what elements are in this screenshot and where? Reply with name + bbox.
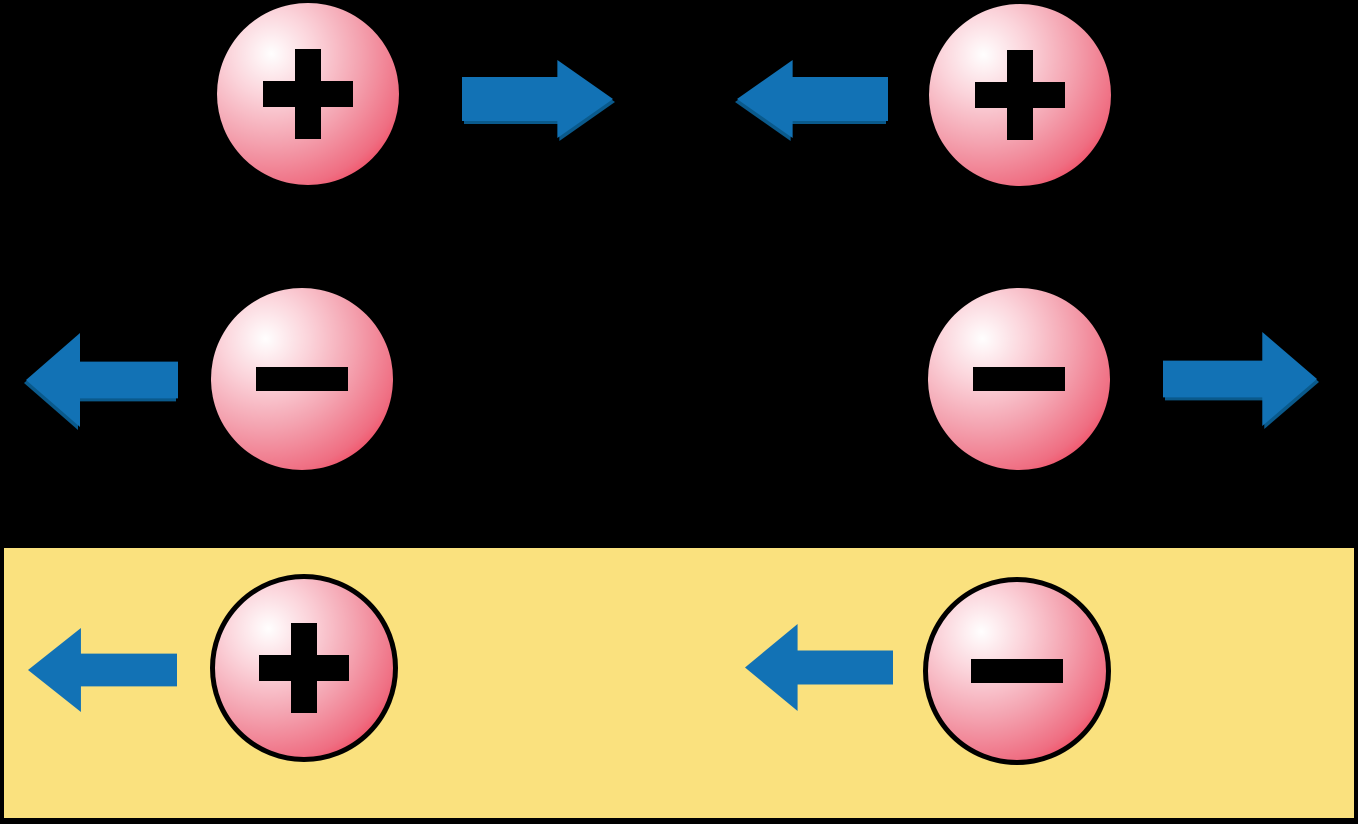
negative-charge-in-field: [923, 577, 1111, 765]
left-arrow-icon: [26, 333, 178, 427]
force-arrow-bottom-right: [745, 624, 893, 711]
positive-charge-top-left: [217, 3, 399, 185]
plus-symbol-vertical-bar: [295, 49, 321, 139]
force-arrow-middle-right: [1163, 332, 1317, 426]
positive-charge-top-right: [929, 4, 1111, 186]
minus-symbol-bar: [973, 367, 1065, 391]
plus-symbol: [217, 3, 399, 185]
plus-symbol: [215, 579, 393, 757]
minus-symbol: [211, 288, 393, 470]
minus-symbol: [928, 582, 1106, 760]
negative-charge-middle-right: [928, 288, 1110, 470]
plus-symbol: [929, 4, 1111, 186]
force-arrow-middle-left: [26, 333, 178, 427]
minus-symbol-bar: [971, 659, 1063, 683]
minus-symbol: [928, 288, 1110, 470]
positive-charge-in-field: [210, 574, 398, 762]
plus-symbol-vertical-bar: [291, 623, 317, 713]
left-arrow-icon: [28, 628, 177, 712]
minus-symbol-bar: [256, 367, 348, 391]
force-arrow-top-left: [462, 60, 613, 138]
force-arrow-bottom-left: [28, 628, 177, 712]
yellow-field-region: [4, 548, 1354, 818]
plus-symbol-vertical-bar: [1007, 50, 1033, 140]
force-arrow-top-right: [737, 60, 888, 138]
left-arrow-icon: [737, 60, 888, 138]
right-arrow-icon: [1163, 332, 1317, 426]
negative-charge-middle-left: [211, 288, 393, 470]
right-arrow-icon: [462, 60, 613, 138]
left-arrow-icon: [745, 624, 893, 711]
